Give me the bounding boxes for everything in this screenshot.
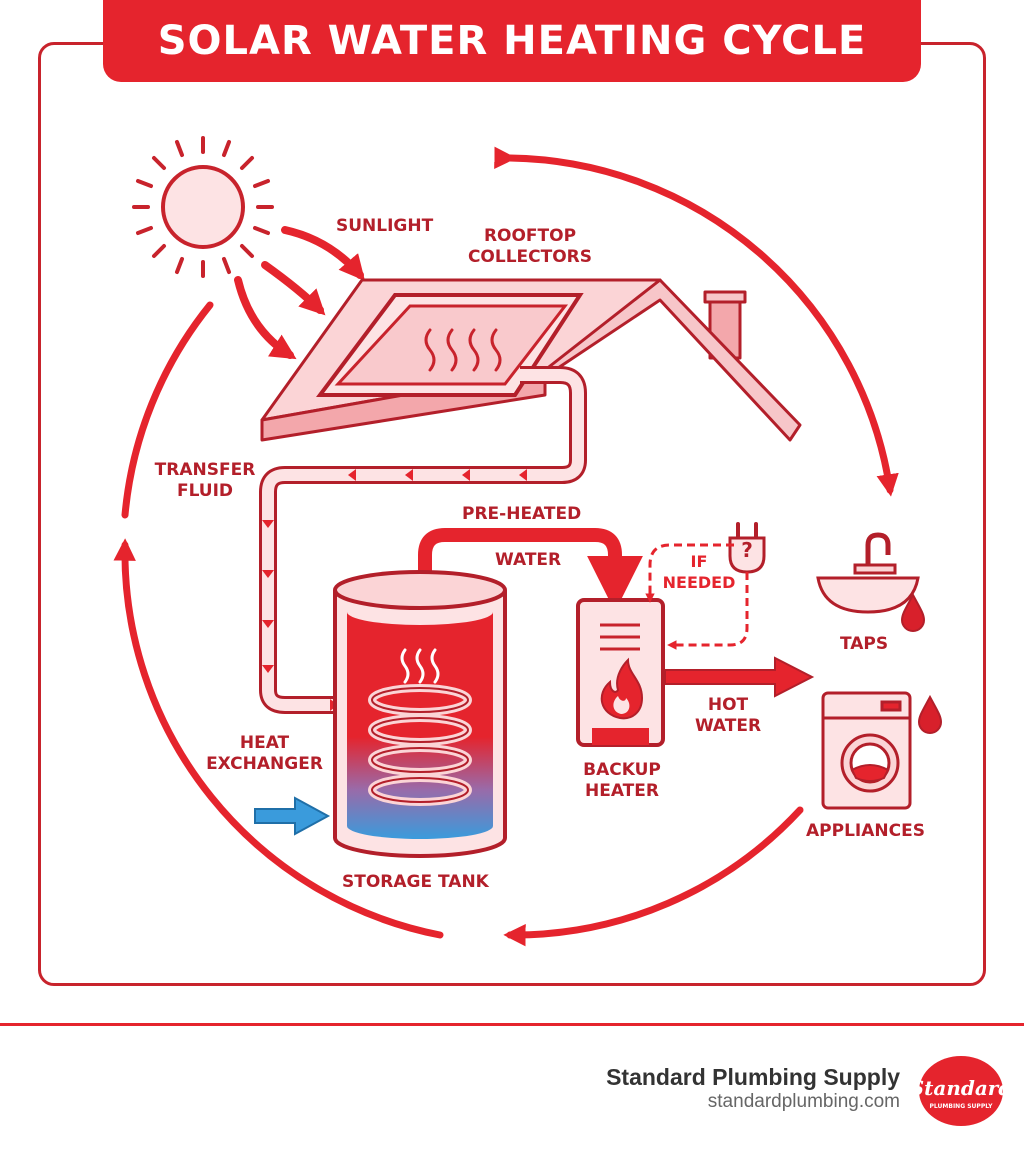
brand-name: Standard Plumbing Supply <box>606 1064 900 1090</box>
sink-tap-icon <box>816 532 920 614</box>
label-hot-water: HOT WATER <box>694 695 762 736</box>
cycle-arrows <box>113 146 899 947</box>
label-backup-heater: BACKUP HEATER <box>583 760 661 801</box>
footer-divider <box>0 1023 1024 1026</box>
label-heat-exchanger: HEAT EXCHANGER <box>206 733 323 774</box>
cycle-arrow-upper-left <box>121 301 214 519</box>
if-needed-dashed-lines <box>645 543 749 650</box>
label-sunlight: SUNLIGHT <box>336 216 434 236</box>
label-water: WATER <box>495 550 562 570</box>
logo-subtext: PLUMBING SUPPLY <box>930 1103 994 1110</box>
label-question-mark: ? <box>741 538 753 562</box>
plug-icon <box>728 522 766 574</box>
water-drop-icon <box>900 592 926 632</box>
washing-machine-icon <box>821 691 912 810</box>
hot-water-arrow <box>664 656 815 698</box>
label-pre-heated: PRE-HEATED <box>462 504 582 524</box>
water-drop-icon <box>917 694 943 734</box>
label-transfer-fluid: TRANSFER FLUID <box>154 460 256 501</box>
label-taps: TAPS <box>840 634 889 654</box>
pre-heated-water-pipe <box>418 528 643 612</box>
logo-text: Standard <box>918 1076 1004 1100</box>
cold-water-inlet-arrow <box>254 796 331 836</box>
title-banner: SOLAR WATER HEATING CYCLE <box>103 0 921 82</box>
sun-icon <box>132 136 274 278</box>
flame-icon <box>600 657 644 720</box>
cycle-arrow-top <box>494 146 899 497</box>
cycle-arrow-left <box>113 538 444 939</box>
brand-logo: Standard PLUMBING SUPPLY <box>918 1056 1004 1126</box>
solar-collector-icon <box>316 293 584 397</box>
diagram-title: SOLAR WATER HEATING CYCLE <box>157 18 867 64</box>
label-if-needed: IF NEEDED <box>662 552 736 592</box>
label-appliances: APPLIANCES <box>806 821 925 841</box>
cycle-arrow-bottom <box>503 806 804 947</box>
sunlight-arrows <box>234 226 365 360</box>
transfer-fluid-pipe <box>259 366 587 714</box>
label-storage-tank: STORAGE TANK <box>342 872 489 892</box>
label-rooftop-collectors: ROOFTOP COLLECTORS <box>467 226 593 267</box>
brand-url[interactable]: standardplumbing.com <box>707 1091 900 1112</box>
